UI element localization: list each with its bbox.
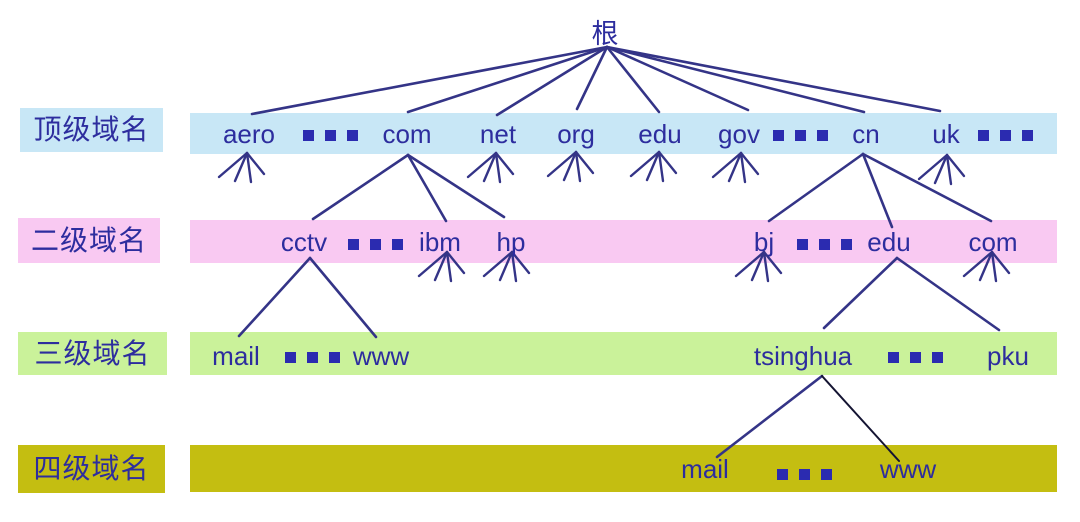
node-org: org <box>557 119 595 149</box>
tsinghua-edges <box>715 374 900 462</box>
ellipsis-dots <box>797 239 852 250</box>
fan-edu <box>629 150 678 183</box>
ellipsis-dots <box>303 130 358 141</box>
node-com: com <box>382 119 432 149</box>
node-mail-tsinghua: mail <box>681 454 729 484</box>
row-label-fourth: 四级域名 <box>18 445 165 493</box>
com-edges <box>311 153 506 223</box>
fan-cn-com <box>962 250 1011 283</box>
fan-ibm <box>417 250 466 283</box>
fan-net <box>466 151 515 184</box>
fan-org <box>546 150 595 183</box>
node-edu: edu <box>638 119 682 149</box>
fan-uk <box>917 153 966 186</box>
node-net: net <box>479 119 517 149</box>
cn-edu-edges <box>822 256 1001 332</box>
second-level-band <box>190 220 1057 263</box>
node-mail-cctv: mail <box>212 341 260 371</box>
row-label-third: 三级域名 <box>18 332 167 375</box>
node-tsinghua: tsinghua <box>753 341 853 371</box>
node-cctv: cctv <box>280 227 328 257</box>
ellipsis-dots <box>978 130 1033 141</box>
node-www-cctv: www <box>352 341 410 371</box>
ellipsis-dots <box>348 239 403 250</box>
cn-edges <box>767 152 993 229</box>
fourth-level-band <box>190 445 1057 492</box>
node-gov: gov <box>718 119 760 149</box>
cctv-edges <box>237 256 378 339</box>
node-cn: cn <box>852 119 880 149</box>
fan-hp <box>482 250 531 283</box>
fan-bj <box>734 250 783 283</box>
root-edges <box>250 45 942 117</box>
node-pku: pku <box>987 341 1029 371</box>
fan-aero <box>217 151 266 184</box>
node-uk: uk <box>932 119 960 149</box>
node-hp: hp <box>496 227 526 257</box>
row-label-tld: 顶级域名 <box>20 108 163 152</box>
node-ibm: ibm <box>419 227 461 257</box>
ellipsis-dots <box>888 352 943 363</box>
node-aero: aero <box>222 119 276 149</box>
node-bj: bj <box>753 227 775 257</box>
row-label-second: 二级域名 <box>18 218 160 263</box>
node-root: 根 <box>591 19 619 49</box>
ellipsis-dots <box>777 469 832 480</box>
node-cn-com: com <box>968 227 1018 257</box>
fan-gov <box>711 151 760 184</box>
node-cn-edu: edu <box>867 227 911 257</box>
node-www-tsinghua: www <box>879 454 937 484</box>
ellipsis-dots <box>773 130 828 141</box>
ellipsis-dots <box>285 352 340 363</box>
